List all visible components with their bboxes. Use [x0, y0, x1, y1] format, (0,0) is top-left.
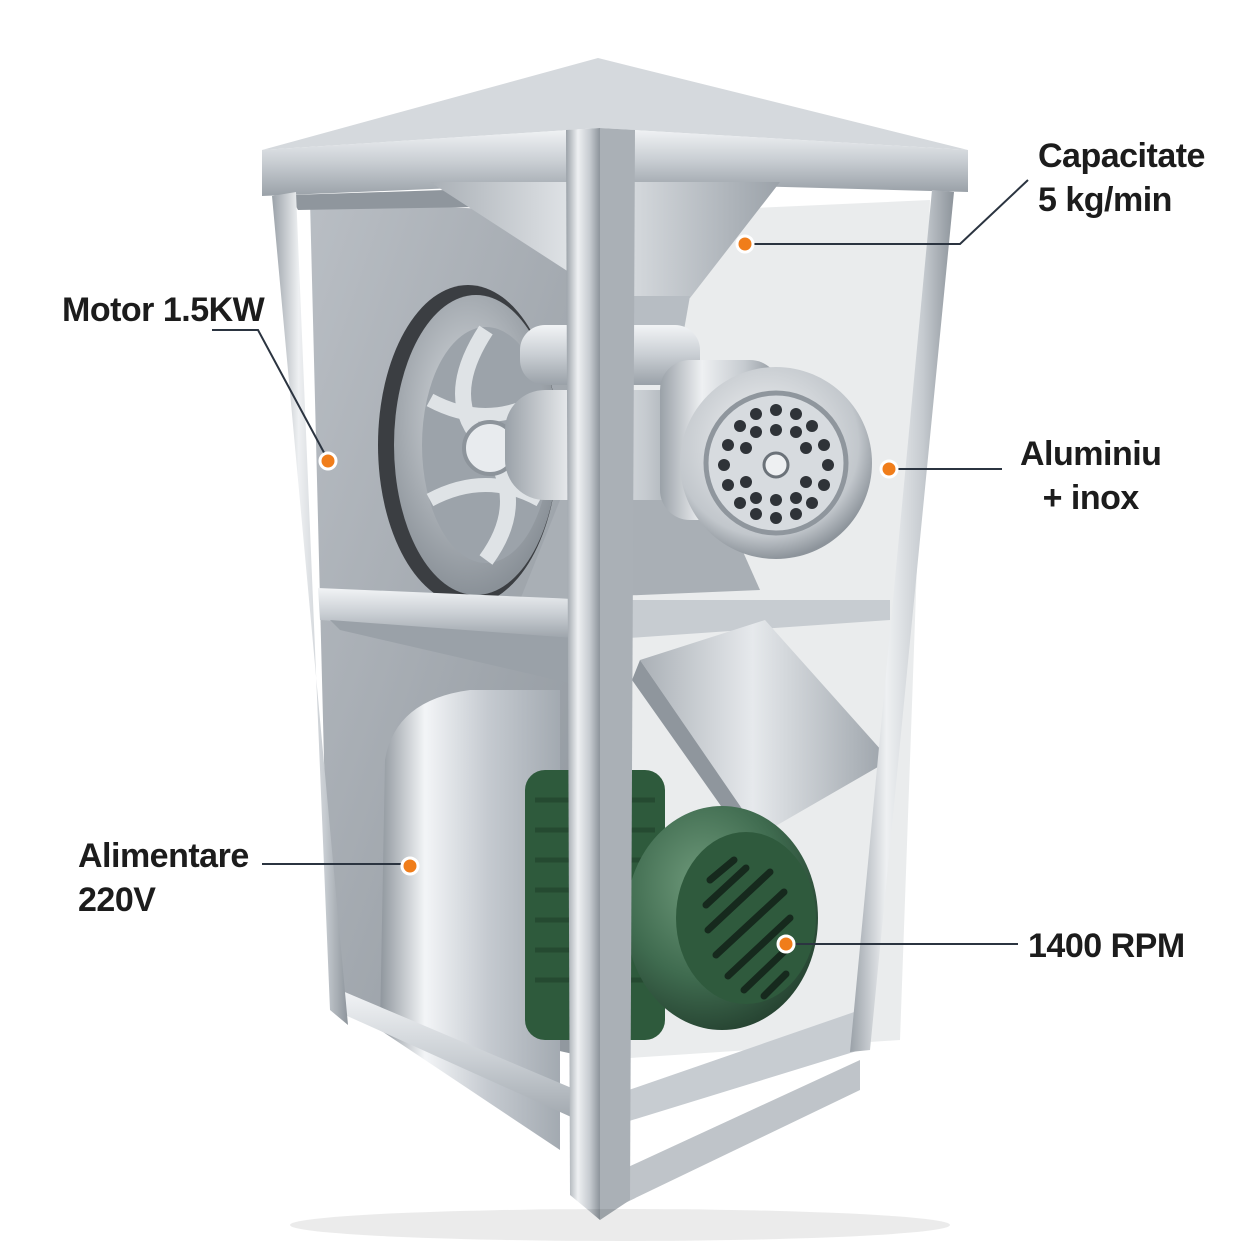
capacity-value: 5 kg/min — [1038, 181, 1172, 219]
power-label: Alimentare — [78, 837, 249, 875]
material-callout: Aluminiu + inox — [1020, 432, 1162, 520]
motor-label: Motor 1.5KW — [62, 291, 265, 329]
material-value: + inox — [1042, 479, 1140, 517]
material-marker — [879, 459, 899, 479]
capacity-callout: Capacitate 5 kg/min — [1038, 134, 1205, 222]
motor-callout: Motor 1.5KW — [62, 288, 265, 332]
power-marker — [400, 856, 420, 876]
material-label: Aluminiu — [1020, 435, 1162, 473]
capacity-marker — [735, 234, 755, 254]
speed-marker — [776, 934, 796, 954]
power-value: 220V — [78, 881, 156, 919]
speed-label: 1400 RPM — [1028, 927, 1185, 965]
speed-callout: 1400 RPM — [1028, 924, 1185, 968]
power-callout: Alimentare 220V — [78, 834, 249, 922]
motor-marker — [318, 451, 338, 471]
capacity-label: Capacitate — [1038, 137, 1205, 175]
